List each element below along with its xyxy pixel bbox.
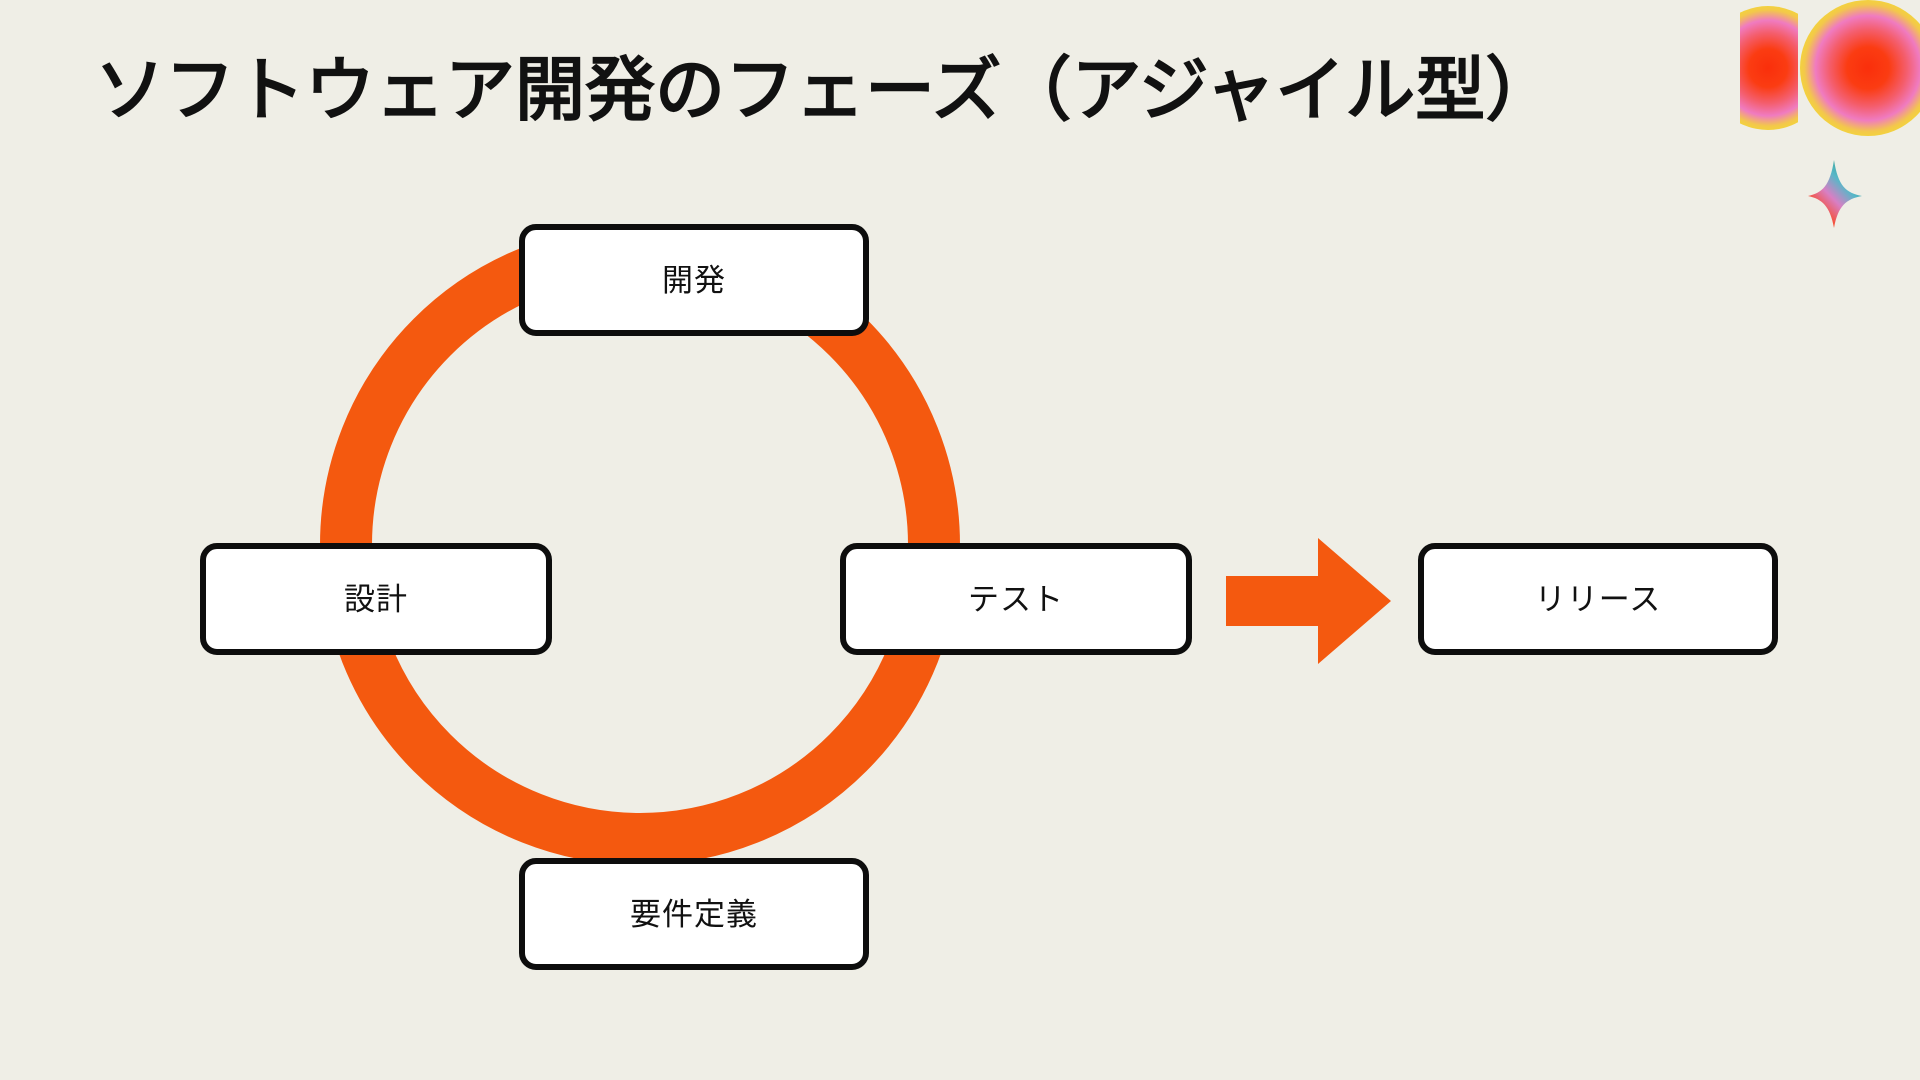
page-title: ソフトウェア開発のフェーズ（アジャイル型） (95, 51, 1556, 129)
phase-label-test: テスト (968, 581, 1064, 617)
right-arrow-icon (1226, 538, 1391, 664)
phase-box-design[interactable]: 設計 (200, 543, 552, 655)
phase-label-requirements: 要件定義 (630, 896, 758, 932)
gradient-circles-and-sparkle-icon (1740, 0, 1920, 230)
phase-box-test[interactable]: テスト (840, 543, 1192, 655)
phase-label-release: リリース (1534, 581, 1662, 617)
phase-box-release[interactable]: リリース (1418, 543, 1778, 655)
phase-label-design: 設計 (344, 581, 408, 617)
phase-box-dev[interactable]: 開発 (519, 224, 869, 336)
phase-box-requirements[interactable]: 要件定義 (519, 858, 869, 970)
phase-label-dev: 開発 (662, 262, 726, 298)
